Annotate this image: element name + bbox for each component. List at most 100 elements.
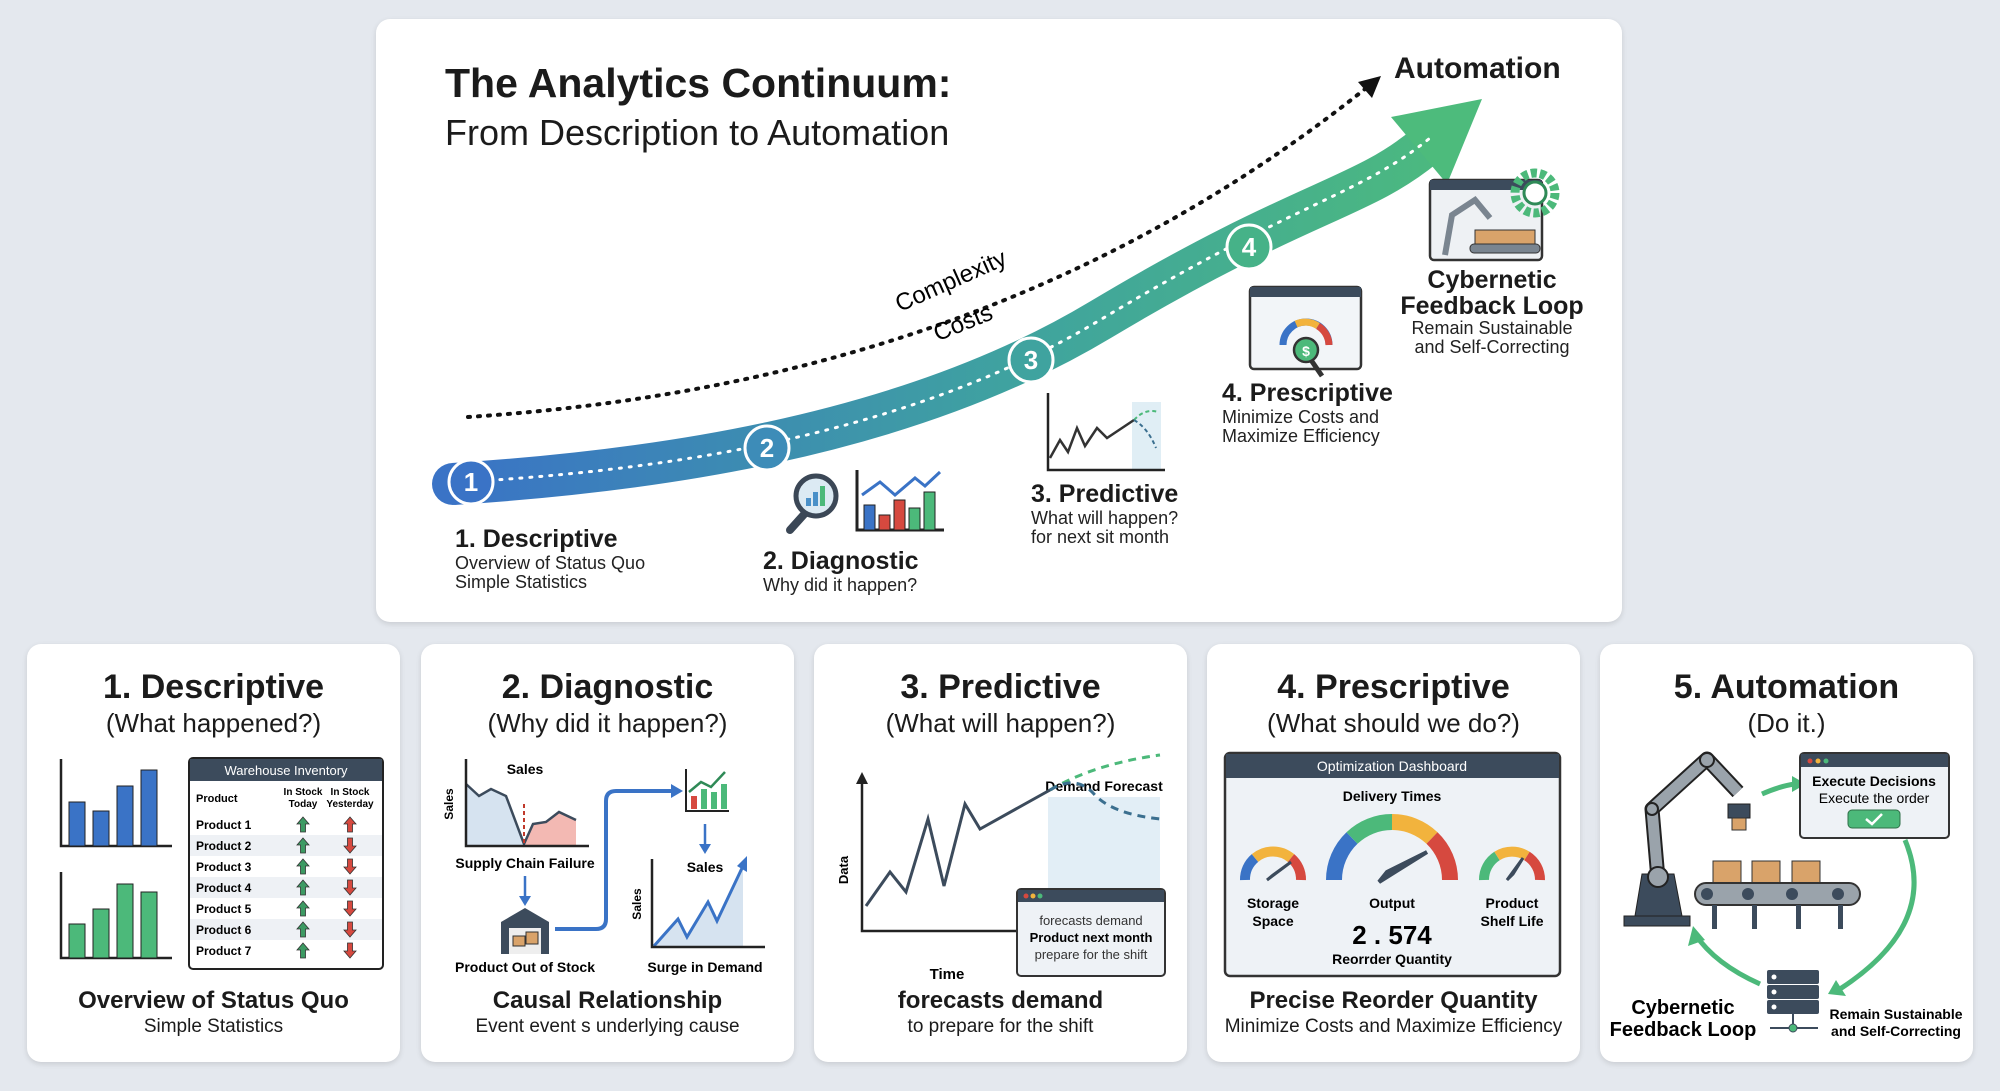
continuum-diagram: 1 2 3 4 Complexity Costs $ xyxy=(432,76,1560,534)
svg-text:2: 2 xyxy=(760,433,774,463)
card-footer-sub: Minimize Costs and Maximize Efficiency xyxy=(1224,1016,1563,1037)
svg-text:Output: Output xyxy=(1369,895,1415,911)
product-name: Product 5 xyxy=(196,902,252,916)
dashboard-icon: $ xyxy=(1248,285,1363,378)
step-marker-3: 3 xyxy=(1007,336,1055,384)
svg-text:Execute the order: Execute the order xyxy=(1819,790,1930,806)
step-title: 2. Diagnostic xyxy=(763,547,919,575)
failure-label: Supply Chain Failure xyxy=(455,855,594,871)
confirm-button xyxy=(1847,809,1901,829)
step-marker-4: 4 xyxy=(1225,223,1273,271)
column-header: In Stock xyxy=(331,787,370,798)
product-name: Product 7 xyxy=(196,944,252,958)
card-title: 3. Predictive xyxy=(900,668,1101,706)
y-axis-label: Sales xyxy=(630,888,644,920)
table-row: Product 6 xyxy=(190,919,382,940)
conveyor-belt-icon xyxy=(1694,860,1861,929)
card-prescriptive: Optimization Dashboard Delivery Times St… xyxy=(1207,644,1580,1062)
complexity-label: Complexity xyxy=(891,245,1010,318)
optimization-dashboard: Optimization Dashboard Delivery Times St… xyxy=(1223,751,1562,978)
step-title: 3. Predictive xyxy=(1031,480,1179,508)
arrow-down-icon xyxy=(343,900,357,917)
check-icon xyxy=(1865,813,1883,826)
column-header: Today xyxy=(289,799,318,810)
table-row: Product 3 xyxy=(196,858,357,875)
step-diagnostic-label: 2. Diagnostic Why did it happen? xyxy=(763,547,919,595)
card-footer: Overview of Status Quo xyxy=(78,987,349,1014)
svg-text:prepare for the shift: prepare for the shift xyxy=(1035,947,1148,962)
step-title: 1. Descriptive xyxy=(455,525,618,553)
loop-label: Feedback Loop xyxy=(1610,1019,1757,1041)
sales-drop-chart: Sales Sales Supply Chain Failure xyxy=(442,759,595,871)
storage-gauge xyxy=(1240,846,1306,882)
reorder-value: 2 . 574 xyxy=(1352,920,1432,950)
svg-text:Shelf Life: Shelf Life xyxy=(1480,913,1543,929)
forecast-label: Demand Forecast xyxy=(1045,778,1163,794)
page-title: The Analytics Continuum: xyxy=(445,60,952,106)
table-row: Product 7 xyxy=(196,942,357,959)
y-axis-label: Data xyxy=(836,855,851,884)
product-name: Product 3 xyxy=(196,860,252,874)
step-descriptive-label: 1. Descriptive Overview of Status Quo Si… xyxy=(455,525,645,592)
svg-text:Storage: Storage xyxy=(1247,895,1299,911)
magnifier-icon xyxy=(786,473,839,534)
loop-label: Cybernetic xyxy=(1631,997,1734,1019)
dashboard-title: Optimization Dashboard xyxy=(1317,758,1467,774)
step-title: 4. Prescriptive xyxy=(1222,379,1393,407)
robot-arm-icon xyxy=(1623,751,1751,927)
execute-decisions-window: Execute Decisions Execute the order xyxy=(1799,752,1950,839)
diagnostic-illustration: Sales Sales Supply Chain Failure Product… xyxy=(442,759,765,975)
arrow-up-icon xyxy=(296,837,310,854)
arrow-down-icon xyxy=(343,879,357,896)
card-title: 1. Descriptive xyxy=(102,668,325,706)
arrow-up-icon xyxy=(296,879,310,896)
complexity-dotted-line xyxy=(466,87,1367,419)
chart-title: Sales xyxy=(687,859,724,875)
automation-illustration: Execute Decisions Execute the order Cybe… xyxy=(1610,751,1963,1041)
output-gauge xyxy=(1326,814,1458,884)
growth-chart-icon xyxy=(685,769,729,812)
svg-text:1: 1 xyxy=(464,467,478,497)
forecast-chart-icon xyxy=(1046,393,1165,472)
column-header: In Stock xyxy=(284,787,323,798)
arrow-up-icon xyxy=(296,858,310,875)
automation-end-label: Automation xyxy=(1394,52,1561,85)
product-name: Product 1 xyxy=(196,818,252,832)
table-row: Product 2 xyxy=(190,835,382,856)
surge-chart: Sales Surge in Demand xyxy=(630,856,765,975)
card-question: (What will happen?) xyxy=(885,708,1116,738)
card-footer: Precise Reorder Quantity xyxy=(1249,987,1538,1014)
step-desc: Overview of Status Quo xyxy=(455,553,646,573)
svg-text:Execute Decisions: Execute Decisions xyxy=(1812,773,1936,789)
costs-label: Costs xyxy=(930,299,997,347)
robot-factory-icon xyxy=(1428,168,1560,262)
server-icon xyxy=(1767,970,1819,1033)
warehouse-icon xyxy=(501,908,549,954)
arrow-up-icon xyxy=(343,816,357,833)
card-diagnostic: Sales Sales Supply Chain Failure Product… xyxy=(421,644,794,1062)
svg-text:forecasts demand: forecasts demand xyxy=(1039,913,1142,928)
table-row: Product 5 xyxy=(196,900,357,917)
x-axis-label: Time xyxy=(930,966,965,983)
step-prescriptive-label: 4. Prescriptive Minimize Costs and Maxim… xyxy=(1222,379,1393,446)
predictive-illustration: Demand Forecast Time Data forecasts dema… xyxy=(836,753,1166,983)
shelf-life-gauge xyxy=(1479,846,1545,882)
page-subtitle: From Description to Automation xyxy=(445,112,950,153)
svg-text:3: 3 xyxy=(1024,345,1038,375)
step-desc: for next sit month xyxy=(1031,527,1170,547)
arrow-up-icon xyxy=(296,942,310,959)
card-footer-sub: Simple Statistics xyxy=(143,1016,284,1037)
card-automation: Execute Decisions Execute the order Cybe… xyxy=(1600,644,1973,1062)
card-question: (Do it.) xyxy=(1747,708,1826,738)
forecast-tooltip-window: forecasts demand Product next month prep… xyxy=(1016,888,1166,977)
step-predictive-label: 3. Predictive What will happen? for next… xyxy=(1031,480,1178,547)
product-name: Product 6 xyxy=(196,923,252,937)
blue-bar-chart-icon xyxy=(59,759,172,848)
column-header: Product xyxy=(196,793,238,805)
step-marker-1: 1 xyxy=(447,458,495,506)
out-of-stock-label: Product Out of Stock xyxy=(455,959,595,975)
step-marker-2: 2 xyxy=(743,424,791,472)
descriptive-illustration: Warehouse Inventory Product In Stock Tod… xyxy=(59,757,384,970)
y-axis-label: Sales xyxy=(442,788,456,820)
gauge-title: Delivery Times xyxy=(1343,788,1442,804)
